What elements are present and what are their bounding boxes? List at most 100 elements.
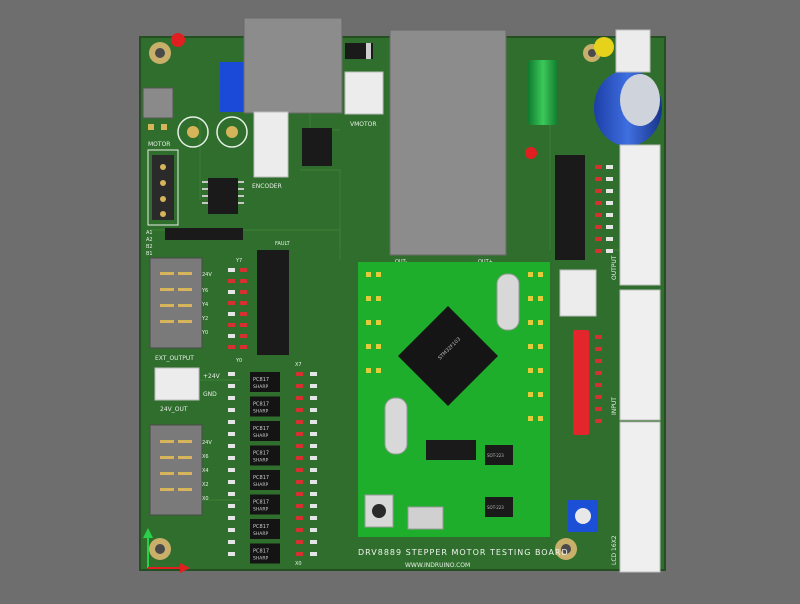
smd-led xyxy=(595,165,602,169)
small-connector xyxy=(559,269,597,317)
smd-led xyxy=(310,552,317,556)
smd-led xyxy=(595,419,602,423)
output-ic-left xyxy=(257,250,289,355)
svg-text:B1: B1 xyxy=(146,251,153,257)
svg-text:A2: A2 xyxy=(146,237,153,243)
ldo-2-label: SOT-223 xyxy=(487,505,504,510)
board-url: WWW.INDRUINO.COM xyxy=(405,562,470,569)
motor-pin-labels: A1 A2 B2 B1 xyxy=(146,230,153,257)
smd-led xyxy=(310,444,317,448)
in-pin-labels: 24V X6 X4 X2 X0 xyxy=(202,440,212,502)
optocoupler xyxy=(250,470,280,490)
optocoupler-brand: SHARP xyxy=(253,482,268,488)
svg-text:X6: X6 xyxy=(202,454,209,460)
optocoupler xyxy=(250,543,280,564)
encoder-label: ENCODER xyxy=(252,183,282,190)
mcu-aux-ic xyxy=(426,440,476,460)
optocoupler-brand: SHARP xyxy=(253,531,268,537)
output-driver-ic xyxy=(555,155,585,260)
smd-led xyxy=(310,396,317,400)
smd-led xyxy=(296,552,303,556)
crystal-top xyxy=(496,273,520,331)
svg-text:Y0: Y0 xyxy=(201,330,208,336)
svg-text:24V: 24V xyxy=(202,272,212,278)
smd-led xyxy=(296,432,303,436)
smd-led xyxy=(228,301,235,305)
optocoupler-part: PC817 xyxy=(253,500,269,506)
smd-led xyxy=(228,396,235,400)
v24-out-label: 24V_OUT xyxy=(160,406,188,413)
smd-led xyxy=(296,384,303,388)
y7-label: Y7 xyxy=(235,258,242,264)
smd-led xyxy=(228,323,235,327)
smd-led xyxy=(310,528,317,532)
switch-pads xyxy=(148,124,167,130)
optocoupler-part: PC817 xyxy=(253,475,269,481)
smd-led xyxy=(595,189,602,193)
svg-text:B2: B2 xyxy=(146,244,153,250)
svg-text:24V: 24V xyxy=(202,440,212,446)
optocoupler xyxy=(250,372,280,392)
smd-led xyxy=(228,492,235,496)
v24-out-connector xyxy=(154,367,200,401)
optocoupler xyxy=(250,445,280,466)
smd-led xyxy=(296,492,303,496)
smd-led xyxy=(606,213,613,217)
optocoupler xyxy=(250,396,280,417)
optocoupler xyxy=(250,494,280,515)
smd-led xyxy=(228,540,235,544)
mcu-module-pins xyxy=(366,272,543,421)
smd-led xyxy=(240,301,247,305)
ldo-1 xyxy=(485,445,513,465)
cap-small-2 xyxy=(216,116,248,148)
smd-led xyxy=(240,279,247,283)
gnd-label: GND xyxy=(203,391,217,398)
smd-led xyxy=(296,444,303,448)
vmotor-connector xyxy=(344,71,384,115)
optocoupler-brand: SHARP xyxy=(253,507,268,513)
smd-led xyxy=(310,456,317,460)
smd-led xyxy=(310,420,317,424)
output-label: OUTPUT xyxy=(611,255,618,280)
lcd-label: LCD 16X2 xyxy=(611,535,618,565)
led-red-top xyxy=(171,33,185,47)
motor-label: MOTOR xyxy=(148,141,170,148)
smd-led xyxy=(228,456,235,460)
smd-led xyxy=(606,201,613,205)
smd-led xyxy=(595,407,602,411)
ldo-1-label: SOT-223 xyxy=(487,453,504,458)
smd-led xyxy=(595,395,602,399)
smd-led xyxy=(296,408,303,412)
smd-led xyxy=(228,372,235,376)
mcu-chip: STM32F103 xyxy=(398,306,498,406)
smd-led xyxy=(228,468,235,472)
smd-led xyxy=(606,237,613,241)
svg-text:Y6: Y6 xyxy=(201,288,208,294)
svg-text:X4: X4 xyxy=(202,468,209,474)
smd-led xyxy=(310,504,317,508)
optocoupler-brand: SHARP xyxy=(253,433,268,439)
smd-led xyxy=(228,290,235,294)
smd-led xyxy=(606,177,613,181)
power-switch xyxy=(142,87,174,119)
optocoupler-part: PC817 xyxy=(253,426,269,432)
ext-pin-labels: 24V Y6 Y4 Y2 Y0 xyxy=(201,272,212,336)
smd-led xyxy=(296,420,303,424)
smd-led xyxy=(595,237,602,241)
smd-led xyxy=(228,528,235,532)
svg-text:X0: X0 xyxy=(202,496,209,502)
y0-label: Y0 xyxy=(235,358,242,364)
ext-output-label: EXT_OUTPUT xyxy=(155,355,194,362)
smd-led xyxy=(296,480,303,484)
smd-led xyxy=(228,384,235,388)
motor-header-pins xyxy=(160,164,166,217)
svg-text:Y2: Y2 xyxy=(201,316,208,322)
optocoupler-part: PC817 xyxy=(253,451,269,457)
relay-block xyxy=(389,29,507,256)
input-header-pins xyxy=(160,440,192,491)
led-yellow xyxy=(594,37,614,57)
smd-led xyxy=(595,383,602,387)
smd-led xyxy=(595,201,602,205)
smd-led xyxy=(228,420,235,424)
smd-led xyxy=(310,432,317,436)
